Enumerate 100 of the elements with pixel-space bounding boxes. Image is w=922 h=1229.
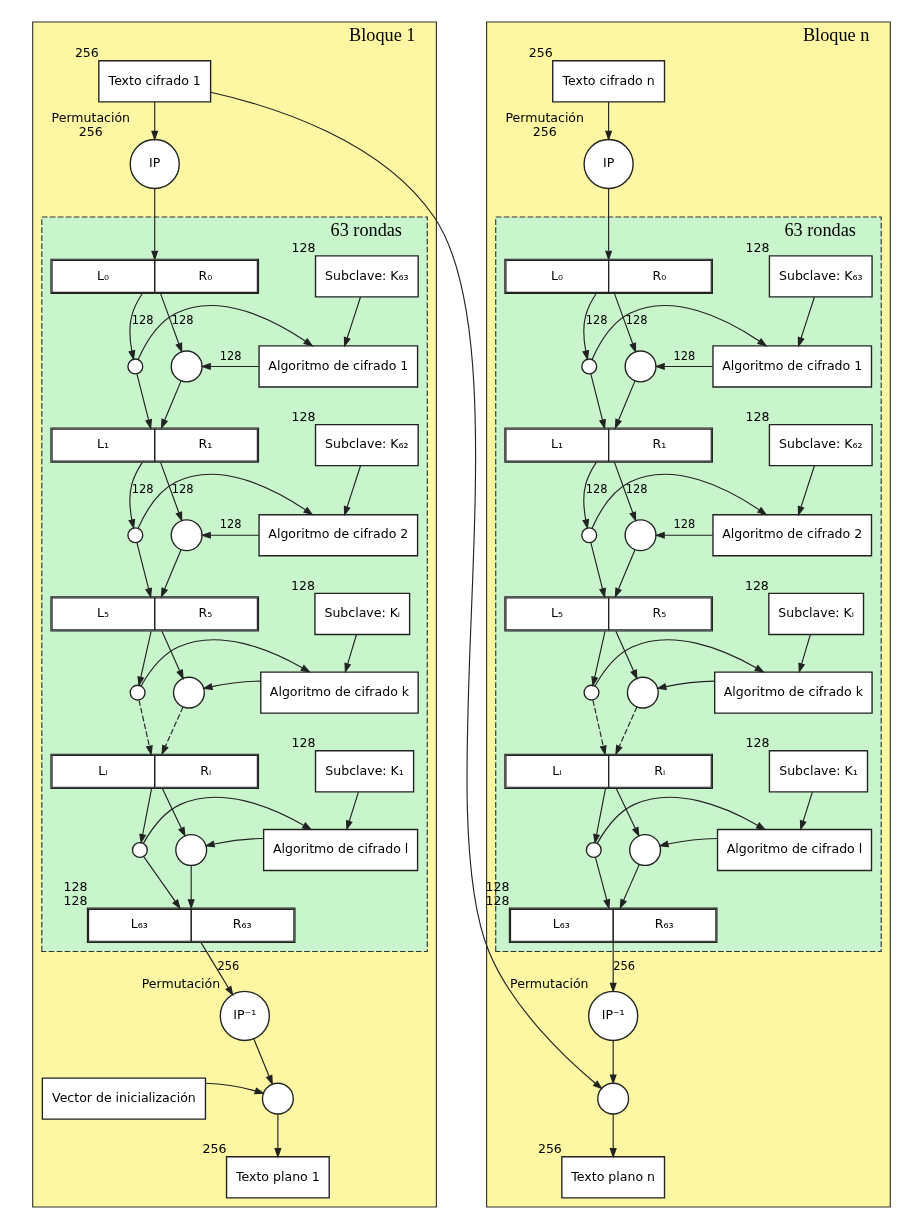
edge-label: 128 (585, 482, 608, 497)
arrow (654, 362, 713, 371)
node-label: 128 (744, 240, 769, 256)
edge-label: 128 (673, 348, 695, 363)
node-box: Texto plano 1 (225, 1156, 330, 1199)
arrow (614, 380, 636, 430)
arrow (591, 699, 607, 756)
node-box: Subclave: K₆₃ (768, 255, 873, 298)
arrow (615, 788, 640, 838)
node-circle (596, 1082, 629, 1115)
arrow (252, 1038, 273, 1086)
arrow (150, 188, 158, 261)
node-circle: IP (582, 138, 634, 190)
arrow (159, 293, 182, 354)
node-circle (580, 358, 597, 375)
arrow (799, 791, 813, 831)
node-label: 256 (74, 45, 99, 61)
node-label: 128 (744, 408, 769, 424)
arrow (797, 634, 811, 674)
node-circle (126, 527, 143, 544)
arrow (609, 1113, 617, 1159)
arrow (161, 788, 186, 838)
node-label: 128 (484, 892, 509, 908)
arrow (201, 680, 261, 691)
node-box: Subclave: K₆₃ (314, 255, 419, 298)
arrow (137, 473, 314, 529)
arrow (204, 1082, 265, 1095)
arrow (142, 796, 312, 844)
node-circle (580, 527, 597, 544)
node-label: 256 (537, 1141, 562, 1157)
arrow (592, 788, 606, 845)
node-label: 128 (744, 735, 769, 751)
edge-label: 256 (612, 958, 635, 973)
node-box: Algoritmo de cifrado l (262, 828, 418, 872)
arrow (199, 942, 233, 997)
node-circle (585, 841, 602, 859)
node-box: Texto plano n (560, 1156, 665, 1199)
arrow (614, 630, 638, 680)
arrow (655, 680, 715, 691)
arrow (609, 1040, 617, 1085)
arrow (609, 942, 617, 994)
arrow (604, 101, 612, 141)
arrow (135, 373, 152, 430)
edge-label: 128 (673, 517, 695, 532)
node-label: 128 (62, 892, 87, 908)
edge-label: 128 (171, 313, 194, 328)
node-circle (170, 350, 203, 383)
arrow (187, 865, 195, 910)
node-circle (174, 833, 207, 867)
node-box: Subclave: K₁ (314, 750, 414, 793)
arrow (343, 634, 357, 674)
arrow (590, 630, 606, 687)
node-box: Algoritmo de cifrado 2 (257, 514, 418, 557)
node-box: Subclave: K₁ (768, 750, 868, 793)
arrow (596, 796, 766, 844)
arrow (160, 380, 182, 430)
arrow (594, 856, 610, 910)
arrow (160, 630, 184, 680)
node-circle (129, 684, 146, 701)
node-box: Algoritmo de cifrado 1 (257, 345, 418, 388)
node-label: 128 (291, 240, 316, 256)
arrow (209, 91, 603, 1090)
arrow (591, 473, 767, 529)
arrow (591, 304, 767, 360)
node-label: Permutación (505, 110, 584, 126)
node-box: Subclave: Kᵢ (767, 592, 864, 636)
node-circle: IP⁻¹ (219, 990, 270, 1042)
arrow (127, 293, 143, 361)
arrow (614, 706, 637, 756)
node-label: 256 (78, 123, 103, 139)
arrow (142, 856, 181, 910)
arrow (160, 549, 182, 599)
edge-label: 128 (625, 313, 647, 328)
arrow (136, 630, 152, 687)
node-label: Permutación (509, 975, 589, 991)
arrow (343, 296, 361, 348)
edge-label: 128 (219, 517, 241, 532)
arrow (138, 699, 153, 756)
node-label: 128 (291, 735, 316, 751)
edge-label: 128 (131, 482, 154, 497)
arrow (657, 837, 718, 848)
edge-label: 128 (219, 348, 241, 363)
node-label: 256 (528, 45, 553, 61)
arrow (160, 706, 184, 756)
edge-label: 256 (216, 958, 239, 973)
arrow (127, 462, 143, 530)
node-label: 128 (62, 878, 87, 894)
edge-label: 128 (585, 313, 608, 328)
arrow (613, 293, 636, 354)
arrow (273, 1113, 281, 1159)
node-box: Algoritmo de cifrado l (716, 828, 872, 872)
node-label: Permutación (51, 110, 130, 126)
node-box: Algoritmo de cifrado 1 (711, 345, 872, 388)
node-circle (623, 519, 657, 552)
node-box: Subclave: K₆₂ (768, 423, 873, 467)
node-label: 256 (202, 1141, 227, 1157)
node-circle (582, 684, 600, 701)
arrow (581, 462, 597, 530)
edge-label: 128 (625, 482, 647, 497)
node-box: Texto cifrado 1 (97, 60, 211, 103)
